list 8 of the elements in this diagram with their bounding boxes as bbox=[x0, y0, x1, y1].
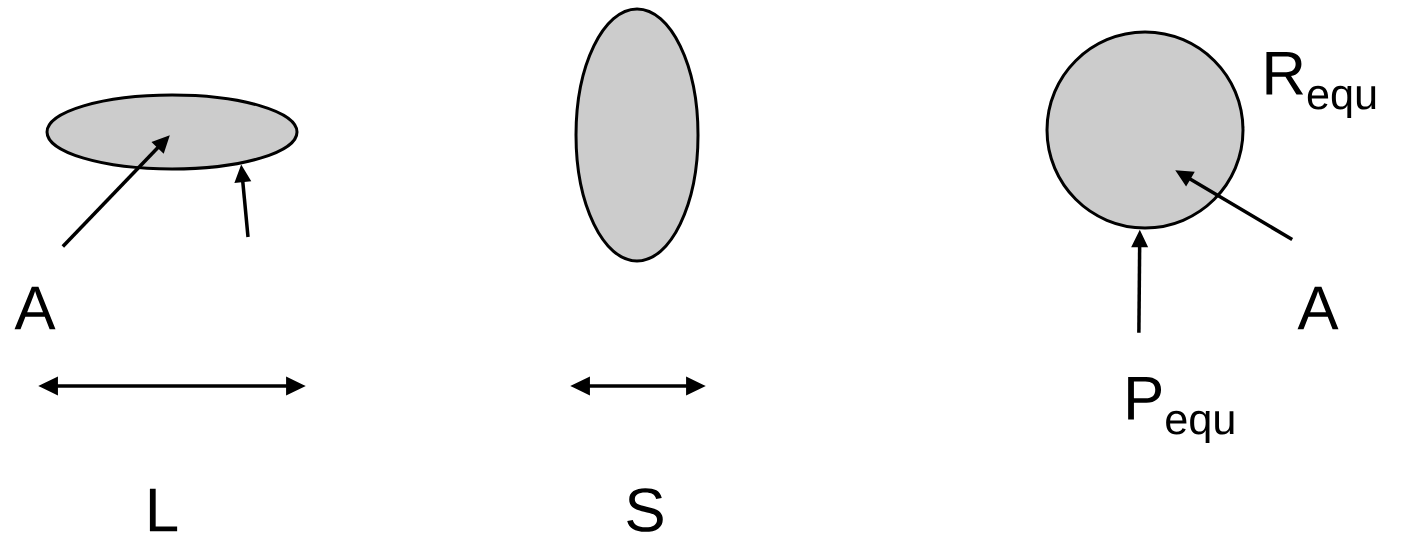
letter-label: P$_{equ}$ bbox=[1128, 376, 1234, 444]
circle-shape bbox=[1045, 30, 1245, 230]
ellipse-shape bbox=[45, 93, 299, 171]
ellipse-shape bbox=[574, 7, 700, 263]
letter-label: S bbox=[627, 488, 663, 532]
letter-label: A bbox=[1297, 286, 1339, 330]
letter-label: L bbox=[149, 488, 178, 532]
letter-label: A bbox=[14, 286, 56, 330]
